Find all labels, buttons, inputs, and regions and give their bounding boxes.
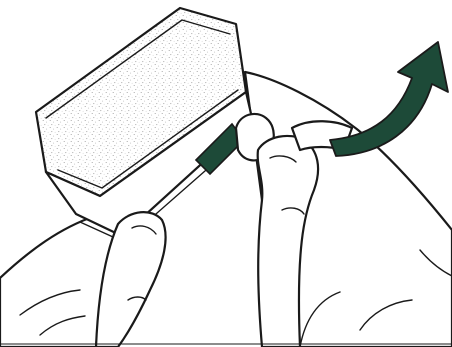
foam-block	[36, 8, 254, 242]
curved-arrow-icon	[330, 42, 448, 156]
